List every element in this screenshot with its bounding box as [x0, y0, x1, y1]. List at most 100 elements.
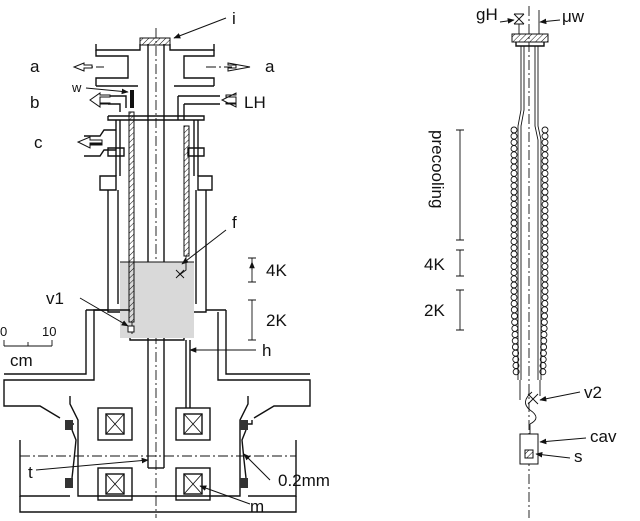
coil-loop — [541, 163, 549, 171]
label-cav: cav — [590, 427, 617, 446]
coil-loop — [541, 145, 549, 153]
coil-loop — [510, 157, 518, 165]
coil-loop — [510, 151, 518, 159]
label-w: w — [71, 80, 82, 95]
coil-loop — [541, 194, 549, 202]
coil-loop — [541, 306, 549, 314]
coil-loop — [541, 225, 549, 233]
coil-loop — [541, 188, 549, 196]
pump-ports — [95, 50, 215, 86]
top-flange — [95, 44, 215, 51]
coil-loop — [510, 300, 518, 308]
label-gh: gH — [476, 5, 498, 24]
coil-loop — [510, 194, 518, 202]
coil-loop — [510, 200, 518, 208]
coil-loop — [510, 219, 518, 227]
scale-bar: 0 10 cm — [0, 324, 56, 370]
coil-loop — [541, 213, 549, 221]
coil-loop — [541, 275, 549, 283]
label-h: h — [262, 341, 271, 360]
coil-loop — [541, 132, 549, 140]
coil-loop — [540, 324, 548, 332]
coil-loop — [541, 182, 549, 190]
coil-loop — [511, 331, 519, 339]
coil-loop — [510, 138, 518, 146]
coil-loop — [511, 324, 519, 332]
coil-loop — [511, 318, 519, 326]
coil-loop — [541, 262, 549, 270]
label-a-left: a — [30, 57, 40, 76]
coil-loop — [511, 312, 518, 320]
coil-loop — [511, 343, 519, 351]
left-cryostat: 0 10 cm i a a b w LH c f 4K 2K v1 h t 0.… — [0, 9, 330, 518]
coil-loop — [541, 244, 549, 252]
coil-loop — [541, 138, 549, 146]
coil-loop — [510, 287, 518, 295]
label-m: m — [250, 497, 264, 516]
coil-loop — [541, 157, 549, 165]
coil-loop — [539, 368, 547, 376]
coil-loop — [510, 132, 518, 140]
coil-loop — [511, 337, 519, 345]
label-t: t — [28, 463, 33, 482]
label-v2: v2 — [584, 383, 602, 402]
label-2k-right: 2K — [424, 301, 445, 320]
coil-loop — [510, 269, 518, 277]
coil-loop — [541, 231, 549, 239]
coil-loop — [541, 219, 549, 227]
coil-loop — [541, 238, 549, 246]
coil-loop — [510, 256, 518, 264]
coil-loop — [541, 126, 549, 134]
coil-loop — [541, 207, 549, 215]
label-lh: LH — [244, 93, 266, 112]
label-v1: v1 — [46, 289, 64, 308]
coil-loop — [541, 151, 549, 159]
coil-loop — [510, 306, 518, 314]
sample — [524, 449, 534, 459]
coil-loop — [510, 250, 518, 258]
coil-loop — [510, 126, 518, 134]
label-uw: μw — [562, 7, 585, 26]
label-a-right: a — [265, 57, 275, 76]
coil-loop — [510, 163, 518, 171]
coil-loop — [541, 269, 549, 277]
coil-loop — [540, 318, 548, 326]
coil-loop — [541, 312, 548, 320]
magnet-coils — [97, 407, 211, 501]
coil-loop — [541, 200, 549, 208]
scale-unit: cm — [10, 351, 33, 370]
coil-loop — [510, 188, 518, 196]
label-0-2mm: 0.2mm — [278, 471, 330, 490]
coil-loop — [510, 244, 518, 252]
scale-ten: 10 — [42, 324, 56, 339]
cavity — [519, 433, 539, 465]
coil-loop — [541, 169, 549, 177]
coil-loop — [510, 225, 518, 233]
coil-loop — [512, 368, 520, 376]
label-i: i — [232, 9, 236, 28]
coil-loop — [510, 231, 518, 239]
label-c: c — [34, 133, 43, 152]
scale-zero: 0 — [0, 324, 7, 339]
coil-loop — [541, 293, 549, 301]
coil-loop — [510, 176, 518, 184]
coil-loop — [510, 262, 518, 270]
coil-loop — [510, 145, 518, 153]
coil-windings — [510, 126, 549, 376]
coil-loop — [541, 250, 549, 258]
coil-loop — [510, 293, 518, 301]
label-4k-left: 4K — [266, 261, 287, 280]
coil-loop — [541, 300, 549, 308]
label-2k-left: 2K — [266, 311, 287, 330]
coil-loop — [510, 169, 518, 177]
coil-loop — [540, 331, 548, 339]
label-s: s — [574, 447, 583, 466]
coil-loop — [510, 207, 518, 215]
coil-loop — [510, 281, 518, 289]
coil-loop — [510, 213, 518, 221]
label-b: b — [30, 93, 39, 112]
label-f: f — [232, 213, 237, 232]
coil-loop — [541, 287, 549, 295]
